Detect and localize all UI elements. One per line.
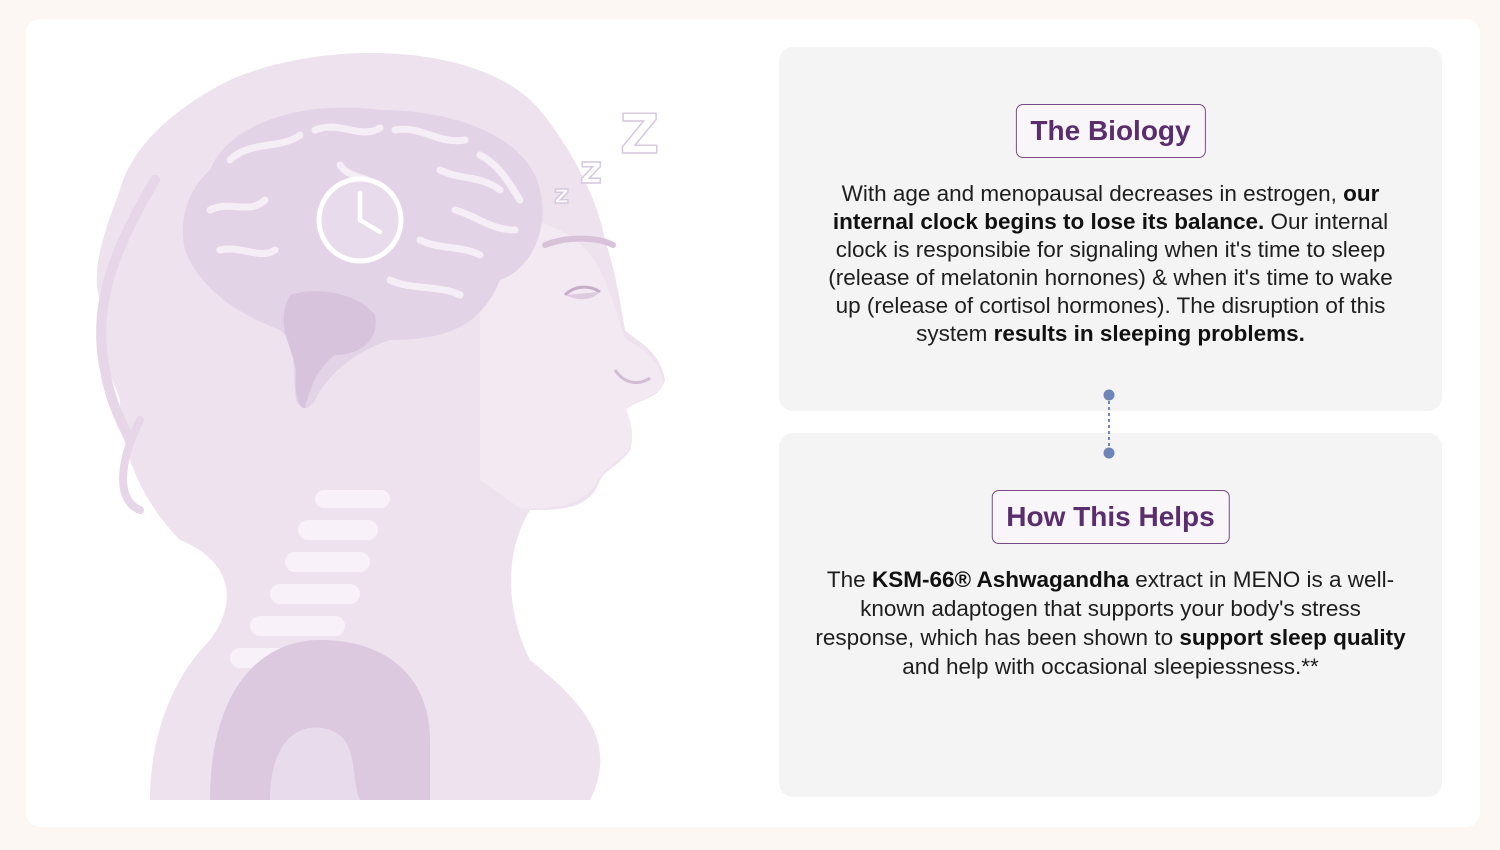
biology-description: With age and menopausal decreases in est… (828, 181, 1393, 346)
sleep-zzz-icon: z z Z (553, 102, 660, 211)
clock-icon (316, 176, 404, 264)
card-connector (1103, 389, 1115, 459)
svg-text:z: z (554, 180, 569, 210)
svg-text:Z: Z (620, 103, 659, 166)
how-this-helps-title: How This Helps (991, 490, 1230, 544)
how-this-helps-card: How This Helps The KSM-66® Ashwagandha e… (779, 433, 1442, 797)
how-this-helps-description: The KSM-66® Ashwagandha extract in MENO … (815, 567, 1406, 679)
biology-card: The Biology With age and menopausal decr… (779, 47, 1442, 411)
head-illustration: z z Z (60, 40, 700, 810)
svg-text:z: z (580, 148, 602, 192)
biology-title: The Biology (1015, 104, 1206, 158)
